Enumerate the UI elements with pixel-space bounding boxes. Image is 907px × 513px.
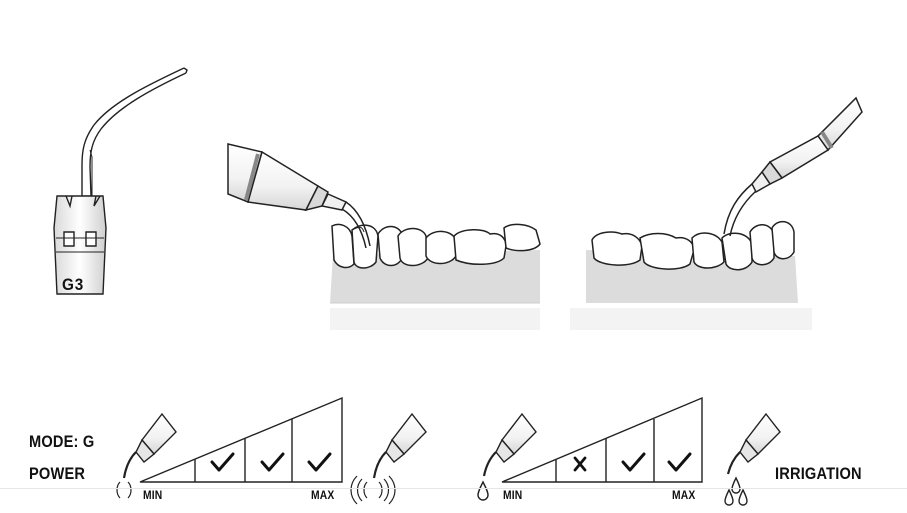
irrigation-level-2-check-icon <box>621 452 646 472</box>
power-level-3-check-icon <box>307 452 332 472</box>
handpiece-max-irrigation-icon <box>724 412 781 506</box>
irrigation-level-3-check-icon <box>667 452 692 472</box>
irrigation-chart <box>501 396 703 483</box>
bottom-divider <box>0 488 907 489</box>
power-label: POWER <box>29 464 86 483</box>
power-max-label: MAX <box>311 488 335 502</box>
handpiece-max-power-icon <box>350 412 427 505</box>
handpiece-min-irrigation-icon <box>477 412 537 501</box>
irrigation-label: IRRIGATION <box>775 464 862 483</box>
power-chart <box>139 396 343 483</box>
tip-code-label: G3 <box>62 275 85 294</box>
power-min-label: MIN <box>143 488 163 502</box>
irrigation-level-1-cross-icon <box>573 456 587 472</box>
scaler-tip-icon <box>53 67 188 295</box>
power-level-2-check-icon <box>260 452 285 472</box>
mode-label: MODE: G <box>29 432 95 451</box>
handpiece-min-power-icon <box>116 412 177 499</box>
jaw-scene-left <box>227 143 541 330</box>
power-level-1-check-icon <box>210 452 235 472</box>
irrigation-min-label: MIN <box>503 488 523 502</box>
irrigation-max-label: MAX <box>672 488 696 502</box>
jaw-scene-right <box>570 96 863 330</box>
